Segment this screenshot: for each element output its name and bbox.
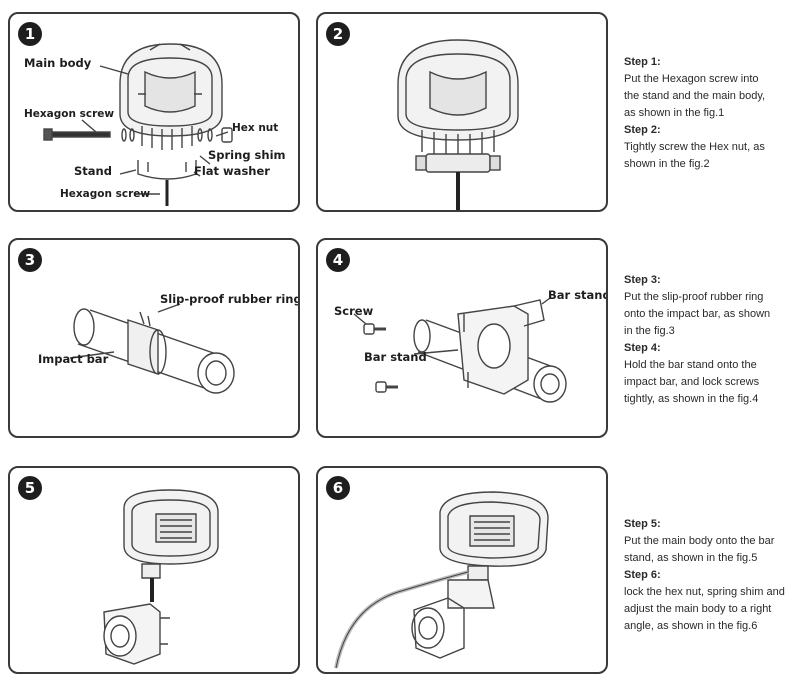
step-3-line-3: in the fig.3 [624,323,796,340]
label-slip-proof-ring: Slip-proof rubber ring [160,292,300,306]
step-1-line-2: the stand and the main body, [624,88,796,105]
figure-2-panel: 2 [316,12,608,212]
step-6-line-1: lock the hex nut, spring shim and [624,584,796,601]
figure-3-panel: 3 Slip-proof rubber ring Impact bar [8,238,300,438]
figure-4-drawing [318,240,608,438]
label-spring-shim: Spring shim [208,148,286,162]
step-4-line-1: Hold the bar stand onto the [624,357,796,374]
figure-3-drawing [10,240,300,438]
steps-1-2: Step 1: Put the Hexagon screw into the s… [624,54,796,173]
label-hexagon-screw-bottom: Hexagon screw [60,188,150,200]
step-6-line-2: adjust the main body to a right [624,601,796,618]
hexagon-screw-shape [50,132,110,137]
figure-1-panel: 1 Main body [8,12,300,212]
label-stand: Stand [74,164,112,178]
figure-4-panel: 4 Bar stand Screw Bar stand [316,238,608,438]
step-6-line-3: angle, as shown in the fig.6 [624,618,796,635]
step-2-title: Step 2: [624,122,796,139]
step-1-line-1: Put the Hexagon screw into [624,71,796,88]
steps-3-4: Step 3: Put the slip-proof rubber ring o… [624,272,796,408]
step-4-line-2: impact bar, and lock screws [624,374,796,391]
step-3-line-1: Put the slip-proof rubber ring [624,289,796,306]
figure-6-panel: 6 [316,466,608,674]
stand-shape [138,160,196,179]
step-3-line-2: onto the impact bar, as shown [624,306,796,323]
figure-5-panel: 5 [8,466,300,674]
step-5-title: Step 5: [624,516,796,533]
step-6-title: Step 6: [624,567,796,584]
label-flat-washer: Flat washer [194,164,270,178]
step-2-line-2: shown in the fig.2 [624,156,796,173]
step-4-line-3: tightly, as shown in the fig.4 [624,391,796,408]
step-3-title: Step 3: [624,272,796,289]
step-1-title: Step 1: [624,54,796,71]
figure-6-drawing [318,468,608,674]
label-hexagon-screw: Hexagon screw [24,108,114,120]
figure-2-drawing [318,14,608,212]
label-screw: Screw [334,304,373,318]
steps-5-6: Step 5: Put the main body onto the bar s… [624,516,796,635]
label-impact-bar: Impact bar [38,352,108,366]
step-2-line-1: Tightly screw the Hex nut, as [624,139,796,156]
label-bar-stand-top: Bar stand [548,288,608,302]
label-bar-stand: Bar stand [364,350,427,364]
step-5-line-1: Put the main body onto the bar [624,533,796,550]
step-1-line-3: as shown in the fig.1 [624,105,796,122]
label-hex-nut: Hex nut [232,122,278,134]
rubber-ring-shape [128,320,158,374]
figure-5-drawing [10,468,300,674]
step-4-title: Step 4: [624,340,796,357]
step-5-line-2: stand, as shown in the fig.5 [624,550,796,567]
label-main-body: Main body [24,56,91,70]
